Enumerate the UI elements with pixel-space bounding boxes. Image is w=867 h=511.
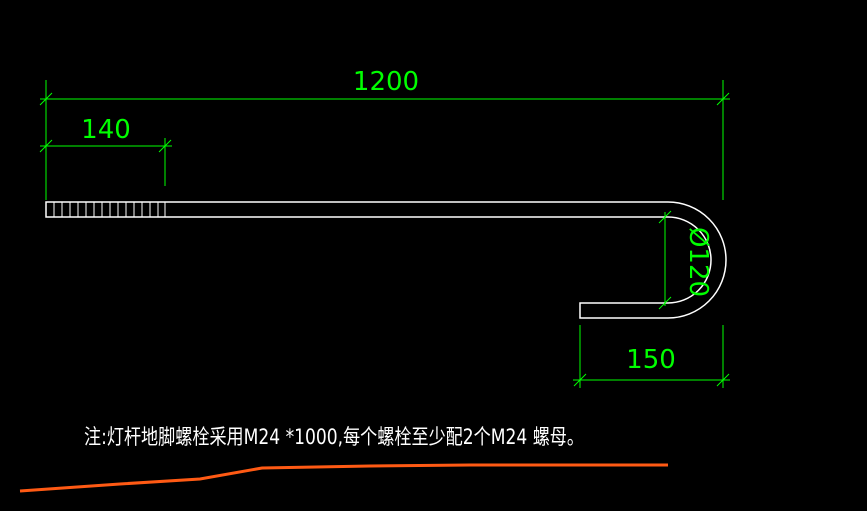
tick-mark [658,210,672,224]
hook-leg-dimension: 150 [573,325,730,388]
tick-mark [716,373,730,387]
hook-leg-label: 150 [626,345,676,375]
thread-hatching [53,202,166,217]
tick-mark [573,373,587,387]
bolt-outline [45,201,727,319]
tick-mark [158,139,172,153]
tick-mark [39,92,53,106]
drawing-note: 注:灯杆地脚螺栓采用M24 *1000,每个螺栓至少配2个M24 螺母。 [84,425,584,449]
overall-length-label: 1200 [353,67,419,97]
tick-mark [39,139,53,153]
hook-diameter-dimension: Ø120 [658,210,713,310]
thread-length-label: 140 [81,115,131,145]
thread-length-dimension: 140 [39,115,172,186]
anchor-bolt [45,201,727,319]
overall-length-dimension: 1200 [39,67,730,200]
markup-stroke [19,463,668,493]
tick-mark [658,296,672,310]
hook-diameter-label: Ø120 [683,227,713,297]
tick-mark [716,92,730,106]
